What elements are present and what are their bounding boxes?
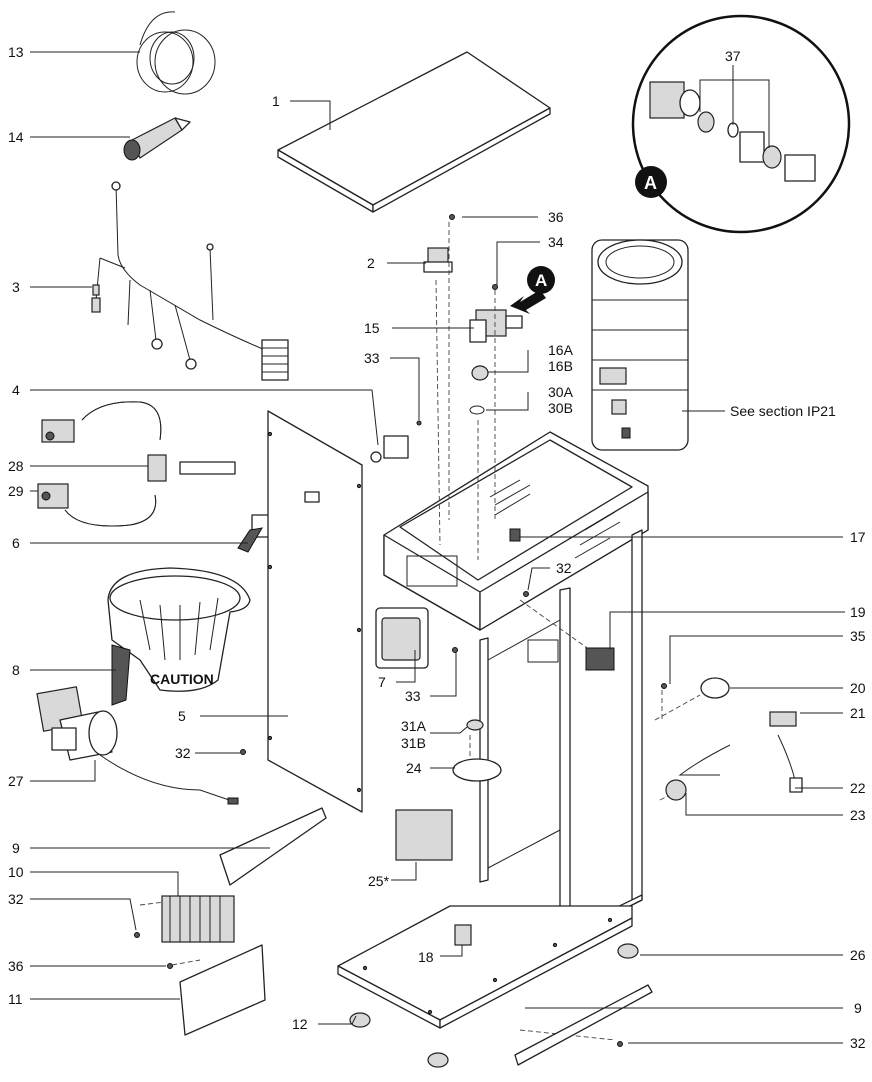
callout-25: 25*: [368, 873, 390, 889]
callout-32-right: 32: [850, 1035, 866, 1051]
detail-a-arrow: A: [510, 266, 555, 314]
detail-inset-marker: A: [644, 173, 657, 193]
part-main-frame: [337, 431, 649, 1029]
callout-32-mid: 32: [175, 745, 191, 761]
callout-28: 28: [8, 458, 24, 474]
callout-3: 3: [12, 279, 20, 295]
callout-37: 37: [725, 48, 741, 64]
callout-7: 7: [378, 674, 386, 690]
callout-29: 29: [8, 483, 24, 499]
callout-1: 1: [272, 93, 280, 109]
callout-18: 18: [418, 949, 434, 965]
callout-13: 13: [8, 44, 24, 60]
callout-31a: 31A: [401, 718, 427, 734]
callout-33-mid: 33: [405, 688, 421, 704]
callout-24: 24: [406, 760, 422, 776]
see-section-note: See section IP21: [730, 403, 836, 419]
callout-9-right: 9: [854, 1000, 862, 1016]
part-valves-tubing: [37, 401, 236, 527]
callout-30a: 30A: [548, 384, 574, 400]
part-connector: [123, 117, 191, 161]
part-transformer: [423, 247, 453, 273]
callout-30b: 30B: [548, 400, 573, 416]
callout-36-top: 36: [548, 209, 564, 225]
callout-9-left: 9: [12, 840, 20, 856]
callout-34: 34: [548, 234, 564, 250]
part-tubing-coil: [136, 11, 216, 95]
part-brew-basket: CAUTION: [107, 567, 251, 706]
callout-23: 23: [850, 807, 866, 823]
callout-11: 11: [8, 991, 23, 1007]
part-top-cover: [277, 51, 551, 213]
callout-5: 5: [178, 708, 186, 724]
leader-lines: [30, 51, 845, 1044]
callout-33-top: 33: [364, 350, 380, 366]
callout-6: 6: [12, 535, 20, 551]
callout-32-frame: 32: [556, 560, 572, 576]
callout-16a: 16A: [548, 342, 574, 358]
callout-labels: 13 14 3 4 28 29 6 8 5 27 9 10 32 36 11 1…: [8, 44, 866, 1051]
callout-35: 35: [850, 628, 866, 644]
detail-marker-a: A: [535, 271, 547, 290]
part-wiring-harness: [91, 181, 289, 381]
callout-26: 26: [850, 947, 866, 963]
callout-4: 4: [12, 382, 20, 398]
callout-12: 12: [292, 1016, 308, 1032]
callout-36-left: 36: [8, 958, 24, 974]
part-fitting: [370, 420, 422, 463]
callout-19: 19: [850, 604, 866, 620]
callout-20: 20: [850, 680, 866, 696]
callout-22: 22: [850, 780, 866, 796]
callout-14: 14: [8, 129, 24, 145]
callout-15: 15: [364, 320, 380, 336]
callout-10: 10: [8, 864, 24, 880]
callout-21: 21: [850, 705, 866, 721]
callout-31b: 31B: [401, 735, 426, 751]
part-tank: [591, 239, 689, 451]
caution-label: CAUTION: [150, 671, 214, 687]
callout-17: 17: [850, 529, 866, 545]
callout-27: 27: [8, 773, 24, 789]
detail-circle-a: A: [631, 14, 851, 234]
assembly-lines: [139, 222, 701, 1041]
part-inlet-valve: [469, 284, 523, 415]
callout-8: 8: [12, 662, 20, 678]
callout-32-left: 32: [8, 891, 24, 907]
callout-2: 2: [367, 255, 375, 271]
part-pump: [36, 686, 239, 805]
part-back-panel: [267, 410, 363, 813]
callout-16b: 16B: [548, 358, 573, 374]
small-parts: [134, 214, 803, 1068]
